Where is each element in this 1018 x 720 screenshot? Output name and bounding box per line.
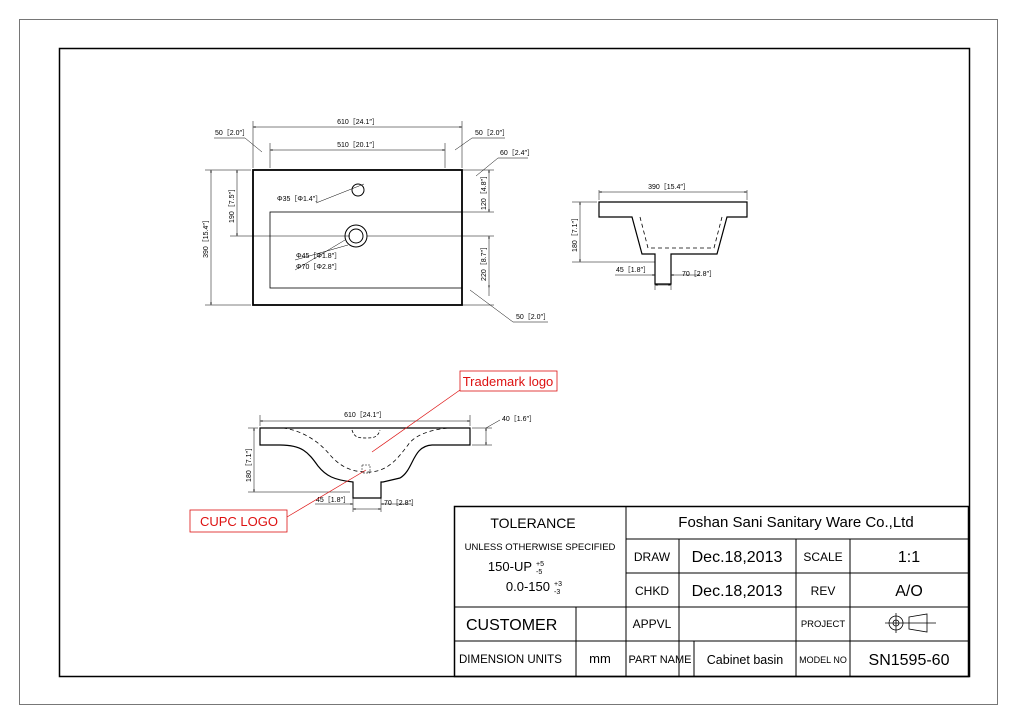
dim-60: 60［2.4″］ — [500, 149, 534, 157]
side-dim-45: 45［1.8″］ — [616, 266, 650, 274]
outer-border — [19, 19, 998, 705]
dim-510: 510［20.1″］ — [337, 141, 379, 149]
company-name: Foshan Sani Sanitary Ware Co.,Ltd — [678, 514, 913, 531]
side-view-hidden — [639, 216, 723, 249]
front-dim-180: 180［7.1″］ — [245, 444, 253, 482]
dim-390-top: 390［15.4″］ — [202, 216, 210, 258]
side-dim-390: 390［15.4″］ — [648, 183, 690, 191]
dim-190: 190［7.5″］ — [228, 185, 236, 223]
project-label: PROJECT — [801, 619, 846, 630]
dim-hole-45: Φ45［Φ1.8″］ — [296, 252, 341, 260]
cupc-callout-text: CUPC LOGO — [200, 514, 278, 529]
draw-label: DRAW — [634, 550, 671, 564]
rev-value: A/O — [895, 583, 923, 600]
trademark-callout-text: Trademark logo — [463, 374, 554, 389]
scale-label: SCALE — [803, 550, 842, 564]
projection-symbol-icon — [885, 613, 936, 633]
dim-hole-35: Φ35［Φ1.4″］ — [277, 195, 322, 203]
model-no-label: MODEL NO — [799, 655, 847, 665]
chkd-date: Dec.18,2013 — [692, 583, 783, 600]
dim-120: 120［4.8″］ — [480, 172, 488, 210]
front-dim-45: 45［1.8″］ — [316, 496, 350, 504]
tolerance-1-plus: +5 — [536, 561, 544, 568]
dim-hole-70: Φ70［Φ2.8″］ — [296, 263, 341, 271]
front-dim-40: 40［1.6″］ — [502, 415, 536, 423]
dim-50-left: 50［2.0″］ — [215, 129, 249, 137]
customer-label: CUSTOMER — [466, 617, 557, 634]
front-dim-70: 70［2.8″］ — [384, 499, 418, 507]
part-name-label: PART NAME — [629, 654, 692, 666]
side-dim-180: 180［7.1″］ — [571, 214, 579, 252]
scale-value: 1:1 — [898, 549, 920, 566]
tolerance-2-minus: -3 — [554, 589, 560, 596]
drain-inner — [348, 228, 364, 244]
front-view-hidden — [282, 427, 449, 473]
cupc-callout-box — [189, 509, 288, 533]
dim-220: 220［8.7″］ — [480, 243, 488, 281]
chkd-label: CHKD — [635, 584, 669, 598]
logo-mark — [361, 464, 371, 474]
title-block — [453, 505, 970, 678]
trademark-callout-box — [459, 370, 558, 392]
unless-specified: UNLESS OTHERWISE SPECIFIED — [465, 542, 616, 553]
tolerance-1-minus: -5 — [536, 569, 542, 576]
dim-610-top: 610［24.1″］ — [337, 118, 379, 126]
callouts — [189, 370, 558, 533]
side-dim-70: 70［2.8″］ — [682, 270, 716, 278]
dim-50-bottom: 50［2.0″］ — [516, 313, 550, 321]
faucet-hole — [351, 183, 365, 197]
tolerance-2-plus: +3 — [554, 581, 562, 588]
top-view — [205, 121, 548, 323]
rev-label: REV — [811, 584, 836, 598]
side-view — [572, 190, 748, 290]
dim-50-right: 50［2.0″］ — [475, 129, 509, 137]
top-view-bowl — [269, 211, 463, 289]
tolerance-heading: TOLERANCE — [490, 515, 575, 531]
front-view — [248, 415, 501, 512]
part-name-value: Cabinet basin — [707, 653, 783, 667]
model-no-value: SN1595-60 — [869, 652, 950, 669]
dimension-units-label: DIMENSION UNITS — [459, 654, 562, 666]
appvl-label: APPVL — [633, 617, 672, 631]
tolerance-row-1: 150-UP — [488, 559, 532, 574]
tolerance-row-2: 0.0-150 — [506, 579, 550, 594]
front-dim-610: 610［24.1″］ — [344, 411, 386, 419]
top-view-outline — [252, 169, 463, 306]
front-view-outline — [259, 427, 471, 499]
draw-date: Dec.18,2013 — [692, 549, 783, 566]
dimension-units-value: mm — [589, 651, 611, 666]
